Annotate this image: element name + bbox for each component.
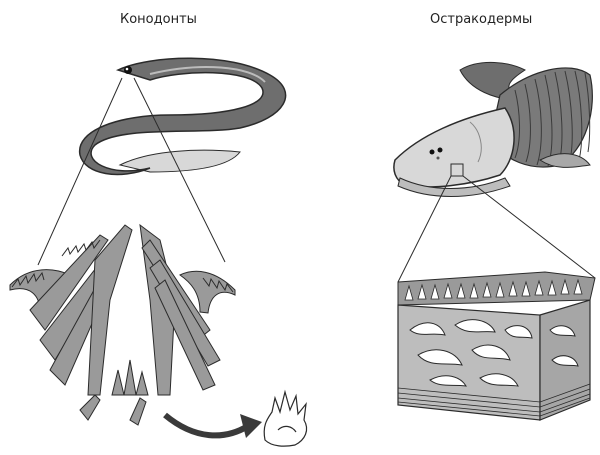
ostracoderm-body	[393, 61, 593, 197]
conodont-body	[79, 57, 287, 176]
conodont-elements	[9, 223, 236, 426]
ostracoderm-eye-icon	[429, 149, 435, 155]
ostracoderm-title: Остракодермы	[430, 12, 533, 27]
single-conodont-element	[263, 389, 308, 447]
conodont-zoom-lines	[37, 77, 226, 266]
ostracoderm-zoom-lines	[397, 175, 596, 283]
conodont-arrow	[163, 412, 262, 439]
arrow-head-icon	[240, 414, 262, 438]
dermal-bone-block	[397, 271, 596, 421]
conodont-eye-icon	[124, 66, 132, 74]
conodont-title: Конодонты	[120, 12, 197, 27]
zoom-box-icon	[450, 163, 464, 177]
